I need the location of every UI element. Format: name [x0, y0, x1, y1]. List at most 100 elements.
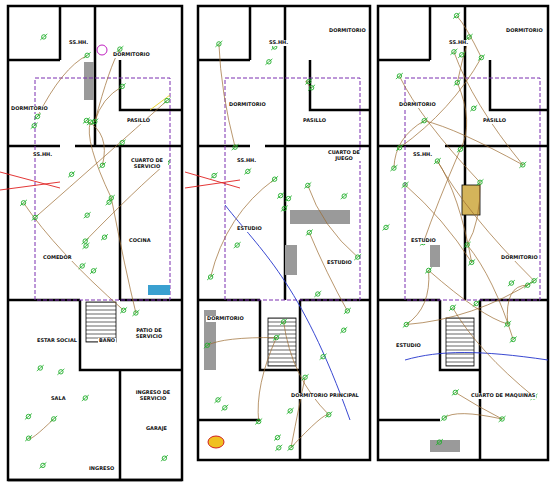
outlet-symbol [68, 171, 75, 177]
outlet-symbol [31, 123, 38, 129]
outlet-symbol [436, 439, 443, 445]
outlet-symbol [305, 79, 312, 85]
outlet-symbol [25, 435, 32, 441]
room-label: SS.HH. [32, 152, 53, 158]
outlet-symbol [531, 278, 538, 284]
outlet-symbol [83, 243, 90, 249]
wire [454, 52, 523, 165]
room-label: COCINA [128, 238, 152, 244]
room-label: DORMITORIO [505, 28, 544, 34]
outlet-symbol [524, 282, 531, 288]
room-label: DORMITORIO [398, 102, 437, 108]
wiring [24, 16, 535, 448]
outlet-symbol [244, 168, 251, 174]
conduit [35, 78, 540, 300]
outlet-symbol [308, 85, 315, 91]
outlet-symbol [450, 49, 457, 55]
outlet-symbol [79, 263, 86, 269]
wire [219, 44, 235, 147]
outlet-symbol [434, 158, 441, 164]
wire [457, 16, 482, 58]
outlet-symbol [287, 408, 294, 414]
room-label: SS.HH. [236, 158, 257, 164]
outlet-symbol [510, 337, 517, 343]
room-label: INGRESO [88, 466, 115, 472]
outlet-symbol [221, 405, 228, 411]
outlet-symbol [265, 59, 272, 65]
outlet-symbol [119, 140, 126, 146]
feeders [0, 95, 548, 420]
outlet-symbol [277, 193, 284, 199]
wire [211, 179, 275, 277]
outlet-symbol [120, 307, 127, 313]
outlet-symbol [108, 195, 115, 201]
wire [309, 233, 347, 311]
room-label: CUARTO DE MAQUINAS [470, 393, 536, 399]
fixtures-special [97, 45, 224, 448]
outlet-symbol [314, 291, 321, 297]
outlet-symbol [477, 179, 484, 185]
outlet-symbol [119, 83, 126, 89]
outlet-symbol [20, 200, 27, 206]
room-label: PASILLO [126, 118, 151, 124]
outlet-symbol [425, 267, 432, 273]
outlet-symbol [508, 280, 515, 286]
outlets [20, 13, 538, 469]
outlet-symbol [215, 397, 222, 403]
outlet-symbol [341, 193, 348, 199]
outlet-symbol [275, 445, 282, 451]
outlet-symbol [82, 395, 89, 401]
outlet-symbol [402, 182, 409, 188]
room-label: DORMITORIO [10, 106, 49, 112]
outlet-symbol [478, 55, 485, 61]
room-label: PATIO DE SERVICIO [132, 328, 166, 339]
room-label: GARAJE [145, 426, 168, 432]
wire [423, 149, 460, 242]
room-label: SALA [50, 396, 67, 402]
outlet-symbol [40, 34, 47, 40]
outlet-symbol [57, 369, 64, 375]
outlet-symbol [207, 274, 214, 280]
outlet-symbol [344, 308, 351, 314]
wire [111, 198, 136, 313]
outlet-symbol [25, 414, 32, 420]
wire [291, 377, 305, 447]
outlet-symbol [302, 374, 309, 380]
outlet-symbol [84, 212, 91, 218]
wire [467, 182, 480, 245]
room-label: DORMITORIO [112, 52, 151, 58]
outlet-symbol [464, 242, 471, 248]
wire [429, 270, 508, 324]
stairs [86, 185, 480, 366]
outlet-symbol [470, 105, 477, 111]
outlet-symbol [504, 321, 511, 327]
outlet-symbol [164, 98, 171, 104]
room-label: COMEDOR [42, 255, 73, 261]
room-label: SS.HH. [268, 40, 289, 46]
room-label: ESTUDIO [236, 226, 263, 232]
outlet-symbol [99, 162, 106, 168]
outlet-symbol [84, 52, 91, 58]
outlet-symbol [499, 416, 506, 422]
wire [453, 308, 534, 397]
outlet-symbol [234, 242, 241, 248]
outlet-symbol [383, 224, 390, 230]
outlet-symbol [215, 41, 222, 47]
wire [394, 121, 424, 168]
outlet-symbol [255, 419, 262, 425]
outlet-symbol [452, 389, 459, 395]
wire [308, 185, 358, 257]
outlet-symbol [320, 354, 327, 360]
wire [207, 338, 276, 346]
outlet-symbol [473, 301, 480, 307]
outlet-symbol [90, 268, 97, 274]
wire [399, 76, 480, 182]
gray-blocks [84, 62, 460, 452]
room-label: DORMITORIO [228, 102, 267, 108]
room-label: ESTAR SOCIAL [36, 338, 78, 344]
wire [406, 270, 429, 324]
room-label: SS.HH. [448, 40, 469, 46]
outlet-symbol [34, 114, 41, 120]
wire [89, 122, 111, 198]
outlet-symbol [453, 13, 460, 19]
